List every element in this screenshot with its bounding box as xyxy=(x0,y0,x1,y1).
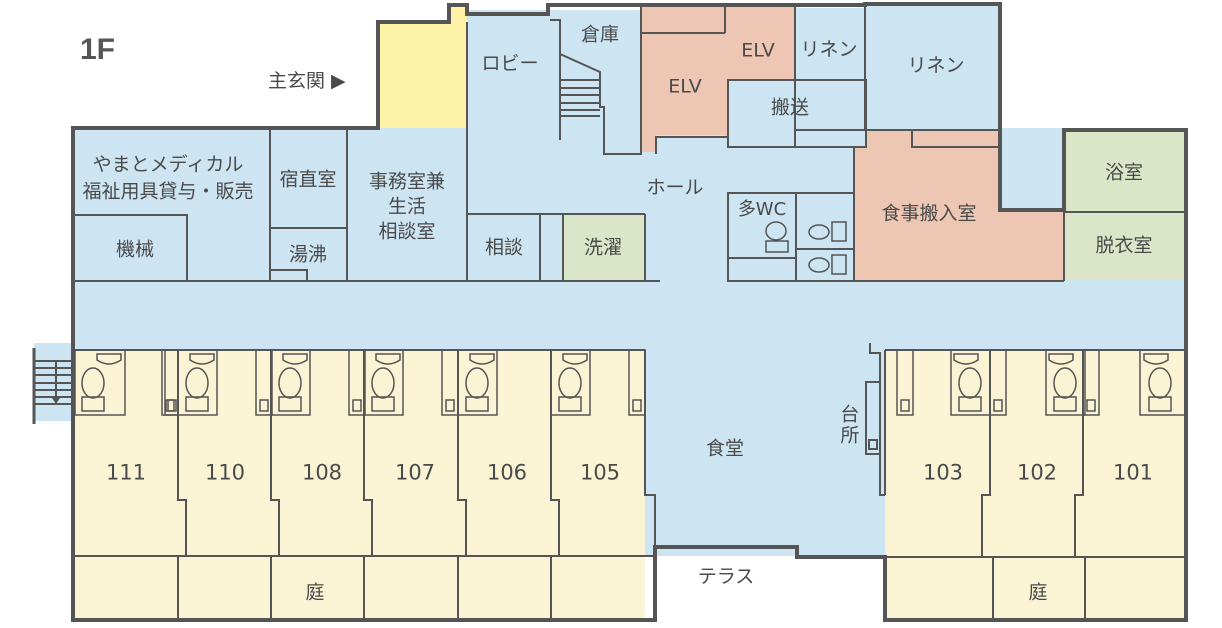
room-elevator-1: ELV xyxy=(668,75,702,98)
room-linen-small: リネン xyxy=(800,38,858,61)
bath-area-fill xyxy=(563,130,1185,282)
resident-room-101: 101 xyxy=(1112,460,1154,485)
room-multi-wc: 多WC xyxy=(737,199,787,221)
floor-label: 1F xyxy=(80,33,116,66)
room-office-line3: 相談室 xyxy=(378,220,436,243)
toilet-icons xyxy=(74,221,1187,416)
main-entrance-label: 主玄関 ▶ xyxy=(268,70,346,92)
room-boiler: 湯沸 xyxy=(288,243,328,266)
room-changing: 脱衣室 xyxy=(1095,234,1153,257)
resident-room-106: 106 xyxy=(486,460,528,485)
room-lobby: ロビー xyxy=(481,52,539,75)
room-yamato-medical-line1: やまとメディカル xyxy=(92,153,244,176)
room-elevator-2: ELV xyxy=(741,39,775,62)
room-yamato-medical-line2: 福祉用具貸与・販売 xyxy=(82,180,254,203)
room-linen-large: リネン xyxy=(907,54,965,77)
entrance-fill xyxy=(378,22,467,128)
room-laundry: 洗濯 xyxy=(583,236,623,259)
room-office-line2: 生活 xyxy=(387,195,427,218)
resident-room-102: 102 xyxy=(1016,460,1058,485)
room-hall: ホール xyxy=(646,176,704,199)
resident-room-108: 108 xyxy=(301,460,343,485)
service-area-fill xyxy=(641,6,1064,280)
room-meal-delivery: 食事搬入室 xyxy=(881,202,977,225)
room-consult: 相談 xyxy=(484,236,524,259)
room-night-duty: 宿直室 xyxy=(279,168,337,191)
room-machine: 機械 xyxy=(115,238,155,261)
resident-room-107: 107 xyxy=(394,460,436,485)
resident-room-111: 111 xyxy=(105,460,147,485)
garden-left: 庭 xyxy=(305,581,325,604)
resident-room-110: 110 xyxy=(204,460,246,485)
room-bathroom: 浴室 xyxy=(1104,161,1144,184)
room-storage: 倉庫 xyxy=(580,23,620,46)
terrace: テラス xyxy=(697,565,755,588)
room-dining: 食堂 xyxy=(705,437,745,460)
resident-room-103: 103 xyxy=(922,460,964,485)
resident-rooms-left-fill xyxy=(73,350,645,620)
garden-right: 庭 xyxy=(1028,581,1048,604)
room-transport: 搬送 xyxy=(770,96,810,119)
room-office-line1: 事務室兼 xyxy=(368,170,446,193)
room-kitchen: 台所 xyxy=(837,404,860,446)
resident-room-105: 105 xyxy=(579,460,621,485)
